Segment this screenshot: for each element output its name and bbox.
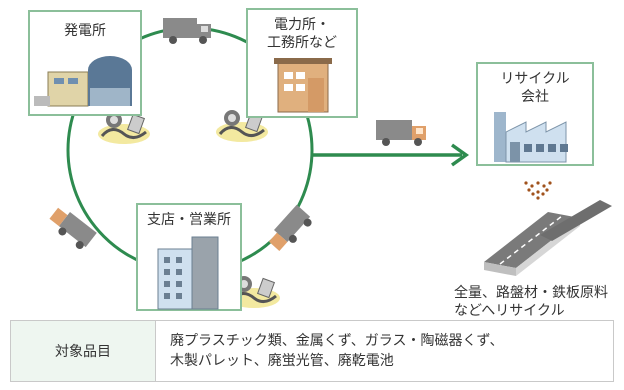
recycling-company-label-line2: 会社 xyxy=(521,89,549,105)
power-plant-box: 発電所 xyxy=(28,10,142,116)
truck-icon xyxy=(163,18,211,44)
truck-icon xyxy=(376,120,426,146)
recycling-company-box: リサイクル 会社 xyxy=(476,62,594,166)
dotted-down-arrow xyxy=(524,181,552,200)
branch-office-box: 支店・営業所 xyxy=(136,203,242,311)
branch-building-icon xyxy=(157,236,219,310)
output-text-line1: 全量、路盤材・鉄板原料 xyxy=(454,285,608,301)
truck-icon xyxy=(49,207,97,249)
power-plant-icon xyxy=(34,56,132,107)
truck-icon xyxy=(268,204,312,251)
table-items-cell: 廃プラスチック類、金属くず、ガラス・陶磁器くず、 木製パレット、廃蛍光管、廃乾電… xyxy=(155,320,614,382)
flow-arrow xyxy=(312,143,470,167)
waste-pile-icon xyxy=(216,110,268,142)
power-plant-label: 発電所 xyxy=(64,23,106,39)
power-office-label-line2: 工務所など xyxy=(267,35,337,51)
factory-icon xyxy=(494,112,568,163)
output-text-line2: などへリサイクル xyxy=(454,303,565,319)
table-header-cell: 対象品目 xyxy=(10,320,156,382)
branch-office-label: 支店・営業所 xyxy=(147,212,231,228)
power-office-label-line1: 電力所・ xyxy=(274,17,330,33)
waste-pile-icon xyxy=(98,112,150,144)
power-office-box: 電力所・ 工務所など xyxy=(246,8,358,118)
road-icon xyxy=(484,200,612,276)
table-items-line1: 廃プラスチック類、金属くず、ガラス・陶磁器くず、 xyxy=(170,333,504,349)
table-items-line2: 木製パレット、廃蛍光管、廃乾電池 xyxy=(170,353,394,369)
recycling-company-label-line1: リサイクル xyxy=(500,71,570,87)
target-items-table: 対象品目 廃プラスチック類、金属くず、ガラス・陶磁器くず、 木製パレット、廃蛍光… xyxy=(10,320,614,382)
office-building-icon xyxy=(274,58,332,113)
